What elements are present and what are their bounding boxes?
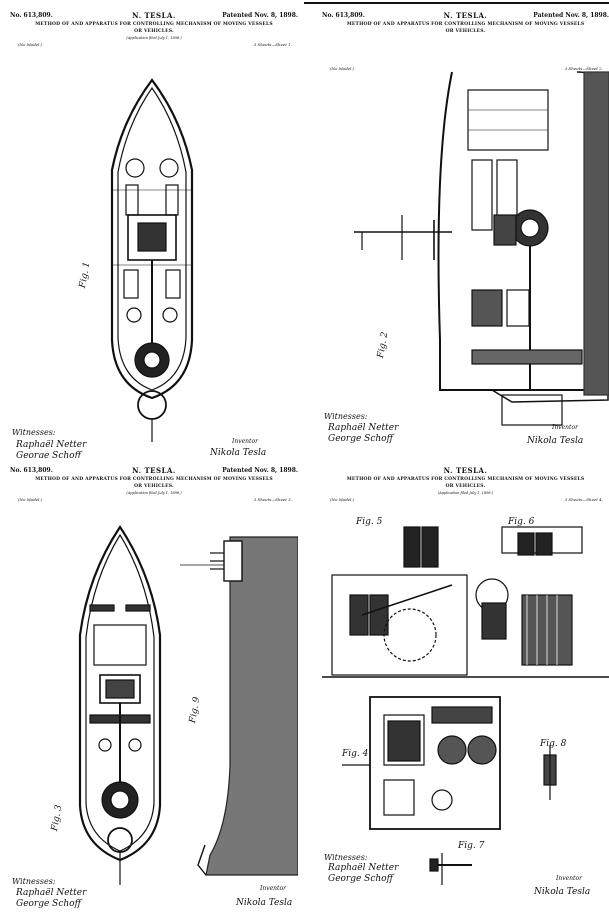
figure-label: Fig. 8 — [540, 739, 567, 749]
model-note: (No Model.) — [330, 66, 355, 71]
model-note: (No Model.) — [18, 42, 43, 47]
sheet-3: No. 613,809. N. TESLA. Patented Nov. 8, … — [10, 465, 298, 915]
witnesses-label: Witnesses: — [12, 877, 56, 886]
patent-date: Patented Nov. 8, 1898. — [222, 12, 298, 19]
witnesses-label: Witnesses: — [324, 853, 368, 862]
patent-number: No. 613,809. — [10, 12, 53, 19]
sheet-2: No. 613,809. N. TESLA. Patented Nov. 8, … — [322, 10, 609, 458]
model-note: (No Model.) — [330, 497, 355, 502]
boat-section-drawing — [354, 71, 609, 426]
boat-and-hull-drawing — [78, 525, 298, 885]
sheet-label: 3 Sheets—Sheet 2. — [564, 66, 603, 71]
application-date: (Application filed July 1, 1898.) — [437, 491, 494, 495]
sheet-header: No. 613,809. N. TESLA. Patented Nov. 8, … — [10, 10, 298, 50]
patent-title: METHOD OF AND APPARATUS FOR CONTROLLING … — [35, 22, 273, 34]
inventor-name: N. TESLA. — [443, 466, 488, 475]
patent-date: Patented Nov. 8, 1898. — [222, 467, 298, 474]
inventor-label: Inventor — [232, 438, 258, 445]
inventor-signature: Nikola Tesla — [236, 898, 293, 908]
inventor-name: N. TESLA. — [443, 11, 488, 20]
application-date: (Application filed July 1, 1898.) — [126, 491, 182, 495]
figure-label: Fig. 6 — [508, 517, 535, 527]
sheet-header: No. 613,809. N. TESLA. Patented Nov. 8, … — [10, 465, 298, 505]
figure-label: Fig. 4 — [342, 749, 369, 759]
figure-label: Fig. 7 — [458, 841, 485, 851]
inventor-label: Inventor — [556, 875, 582, 882]
figure-label: Fig. 5 — [356, 517, 383, 527]
patent-title: METHOD OF AND APPARATUS FOR CONTROLLING … — [346, 22, 585, 34]
sheet-label: 3 Sheets—Sheet 4. — [564, 497, 603, 502]
mechanism-detail-drawing — [322, 526, 609, 885]
inventor-label: Inventor — [260, 885, 286, 892]
top-rule — [304, 2, 609, 4]
patent-date: Patented Nov. 8, 1898. — [533, 12, 609, 19]
witnesses-label: Witnesses: — [12, 428, 56, 437]
application-date: (Application filed July 1, 1898.) — [126, 36, 182, 40]
sheet-label: 3 Sheets—Sheet 3. — [253, 497, 292, 502]
sheet-header: No. 613,809. N. TESLA. Patented Nov. 8, … — [322, 10, 609, 71]
inventor-name: N. TESLA. — [132, 466, 176, 475]
inventor-name: N. TESLA. — [132, 11, 176, 20]
inventor-signature: Nikola Tesla — [534, 887, 591, 897]
inventor-signature: Nikola Tesla — [527, 436, 584, 446]
model-note: (No Model.) — [18, 497, 43, 502]
patent-title: METHOD OF AND APPARATUS FOR CONTROLLING … — [346, 477, 585, 489]
sheet-1: No. 613,809. N. TESLA. Patented Nov. 8, … — [10, 10, 298, 458]
witnesses-label: Witnesses: — [324, 412, 368, 421]
sheet-4: N. TESLA. METHOD OF AND APPARATUS FOR CO… — [322, 465, 609, 915]
patent-number: No. 613,809. — [322, 12, 365, 19]
patent-number: No. 613,809. — [10, 467, 53, 474]
inventor-signature: Nikola Tesla — [210, 448, 267, 458]
sheet-header: N. TESLA. METHOD OF AND APPARATUS FOR CO… — [322, 465, 609, 505]
boat-top-view-drawing — [110, 78, 194, 442]
sheet-label: 3 Sheets—Sheet 1. — [253, 42, 292, 47]
inventor-label: Inventor — [552, 424, 578, 431]
patent-title: METHOD OF AND APPARATUS FOR CONTROLLING … — [35, 477, 273, 489]
